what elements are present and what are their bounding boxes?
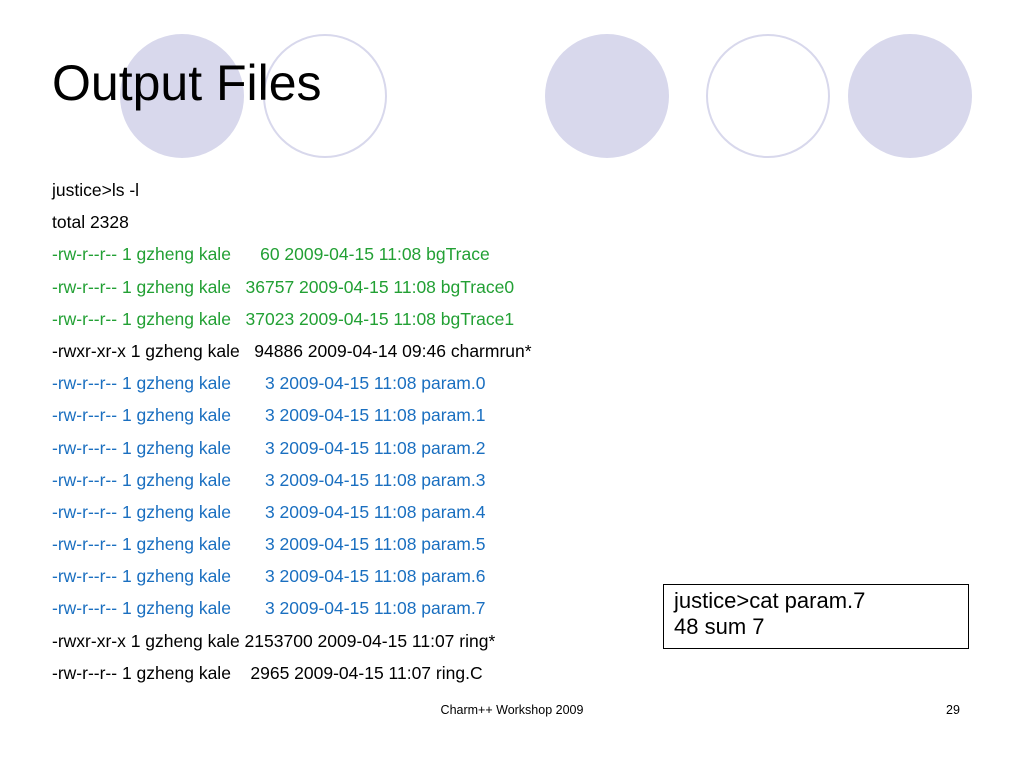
- listing-line: -rw-r--r-- 1 gzheng kale 3 2009-04-15 11…: [52, 405, 486, 426]
- listing-line: -rw-r--r-- 1 gzheng kale 3 2009-04-15 11…: [52, 437, 486, 458]
- listing-line: -rw-r--r-- 1 gzheng kale 3 2009-04-15 11…: [52, 373, 486, 394]
- decorative-circle-filled-2: [545, 34, 669, 158]
- page-number: 29: [946, 703, 960, 717]
- terminal-listing: justice>ls -l total 2328 -rw-r--r-- 1 gz…: [52, 177, 532, 692]
- listing-line: -rwxr-xr-x 1 gzheng kale 2153700 2009-04…: [52, 630, 496, 651]
- listing-line: -rw-r--r-- 1 gzheng kale 3 2009-04-15 11…: [52, 534, 486, 555]
- decorative-circle-filled-1: [120, 34, 244, 158]
- decorative-circle-outline-2: [706, 34, 830, 158]
- cat-output-callout: justice>cat param.7 48 sum 7: [663, 584, 969, 649]
- listing-line: -rw-r--r-- 1 gzheng kale 60 2009-04-15 1…: [52, 244, 490, 265]
- listing-line: justice>ls -l: [52, 180, 140, 200]
- slide-title: Output Files: [52, 55, 322, 111]
- listing-line: -rw-r--r-- 1 gzheng kale 3 2009-04-15 11…: [52, 566, 486, 587]
- listing-line: total 2328: [52, 212, 129, 233]
- listing-line: -rw-r--r-- 1 gzheng kale 36757 2009-04-1…: [52, 276, 515, 297]
- listing-line: -rw-r--r-- 1 gzheng kale 2965 2009-04-15…: [52, 662, 483, 683]
- listing-line: -rwxr-xr-x 1 gzheng kale 94886 2009-04-1…: [52, 340, 532, 361]
- callout-output: 48 sum 7: [674, 614, 765, 639]
- listing-line: -rw-r--r-- 1 gzheng kale 3 2009-04-15 11…: [52, 469, 486, 490]
- listing-line: -rw-r--r-- 1 gzheng kale 3 2009-04-15 11…: [52, 598, 486, 619]
- callout-command: justice>cat param.7: [674, 588, 866, 613]
- listing-line: -rw-r--r-- 1 gzheng kale 3 2009-04-15 11…: [52, 501, 486, 522]
- decorative-circle-outline-1: [263, 34, 387, 158]
- decorative-circle-filled-3: [848, 34, 972, 158]
- footer-title: Charm++ Workshop 2009: [440, 703, 584, 717]
- listing-line: -rw-r--r-- 1 gzheng kale 37023 2009-04-1…: [52, 308, 515, 329]
